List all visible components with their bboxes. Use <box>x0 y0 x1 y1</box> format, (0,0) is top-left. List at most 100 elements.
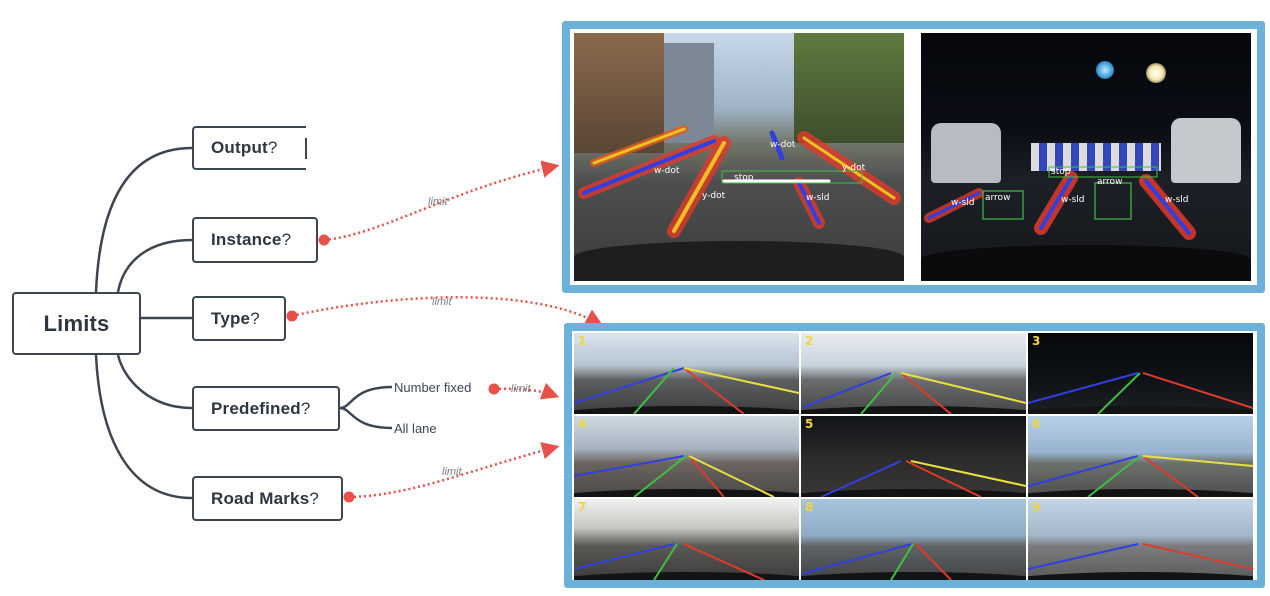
lane-line <box>633 455 687 497</box>
lane-overlay <box>801 372 1026 414</box>
cell-number: 2 <box>805 334 814 348</box>
branch-node-output[interactable]: Output? <box>192 126 306 170</box>
link-origin-dot <box>343 491 355 503</box>
root-node-limits[interactable]: Limits <box>12 292 141 355</box>
branch-label: Instance <box>211 230 282 249</box>
branch-suffix: ? <box>250 308 260 328</box>
lane-line <box>574 455 685 477</box>
lane-line <box>1142 455 1199 497</box>
road-scene-cell: 6 <box>1028 416 1253 497</box>
car-left <box>931 123 1001 183</box>
lane-overlay <box>574 543 799 580</box>
lane-tag: arrow <box>985 193 1011 203</box>
lane-line <box>1142 543 1253 570</box>
lane-line <box>683 367 745 414</box>
lane-tag: y-dot <box>842 163 866 173</box>
lane-line <box>801 543 912 575</box>
day-road-photo: w-dot y-dot w-dot y-dot w-sld stop <box>574 33 904 281</box>
branch-node-road-marks[interactable]: Road Marks? <box>192 476 343 521</box>
branch-line-predefined <box>116 354 193 410</box>
road-scene-cell: 3 <box>1028 333 1253 414</box>
lane-line <box>900 372 952 414</box>
lane-line <box>1087 455 1141 497</box>
lane-tag: stop <box>734 173 754 183</box>
lane-line <box>915 543 952 580</box>
lane-line <box>801 372 892 409</box>
road-scene-cell: 9 <box>1028 499 1253 580</box>
lane-tag: w-sld <box>951 198 975 208</box>
link-origin-dot <box>488 383 500 395</box>
cell-number: 1 <box>578 334 587 348</box>
lane-line <box>574 367 685 404</box>
limit-label: limit <box>511 383 531 395</box>
lane-line <box>633 367 675 414</box>
car-right <box>1171 118 1241 183</box>
lane-tag: stop <box>1051 167 1071 177</box>
building-left <box>574 33 664 153</box>
branch-node-type[interactable]: Type? <box>192 296 286 341</box>
lane-line <box>574 543 675 570</box>
lane-line <box>820 460 902 497</box>
link-type <box>291 296 604 326</box>
branch-label: Predefined <box>211 398 301 418</box>
branch-node-instance[interactable]: Instance? <box>192 217 318 263</box>
road-scene-cell: 2 <box>801 333 1026 414</box>
limit-label: limit <box>432 296 452 308</box>
branch-label: Type <box>211 308 251 328</box>
branch-suffix: ? <box>300 398 311 418</box>
lane-tag: w-dot <box>770 140 796 150</box>
output-node-edge <box>305 138 307 159</box>
branch-node-predefined[interactable]: Predefined? <box>192 386 340 431</box>
street-light <box>1096 61 1114 79</box>
night-road-photo: w-sld arrow stop arrow w-sld w-sld <box>921 33 1251 281</box>
car-hood <box>574 241 904 281</box>
cell-number: 5 <box>805 417 814 431</box>
branch-suffix: ? <box>267 138 278 157</box>
link-origin-dot <box>318 234 330 246</box>
branch-suffix: ? <box>281 230 292 249</box>
lane-line <box>910 460 1026 487</box>
branch-label: Output <box>211 138 268 157</box>
child-number-fixed[interactable]: Number fixed <box>394 380 472 395</box>
cell-number: 7 <box>578 500 587 514</box>
predefined-split-2 <box>339 406 393 430</box>
predefined-split <box>339 385 393 410</box>
instance-example-panel: w-dot y-dot w-dot y-dot w-sld stop w-s <box>562 21 1265 293</box>
branch-suffix: ? <box>309 488 320 508</box>
link-origin-dot <box>286 310 298 322</box>
lane-line <box>683 543 765 580</box>
lane-line <box>1097 372 1141 414</box>
child-all-lane[interactable]: All lane <box>394 421 437 436</box>
lane-line <box>890 543 914 580</box>
lane-line <box>1028 455 1139 487</box>
lane-tag: arrow <box>1097 177 1123 187</box>
lane-line <box>860 372 897 414</box>
lane-tag: w-sld <box>806 193 830 203</box>
link-roadmarks <box>348 442 560 499</box>
lane-line <box>905 460 982 497</box>
cell-number: 9 <box>1032 500 1041 514</box>
lane-tag: w-sld <box>1165 195 1189 205</box>
road-scene-cell: 7 <box>574 499 799 580</box>
lane-line <box>688 455 775 497</box>
lane-line <box>1028 543 1139 570</box>
lane-tag: w-dot <box>654 166 680 176</box>
lane-tag: y-dot <box>702 191 726 201</box>
lane-line <box>1028 372 1139 404</box>
lane-overlay <box>578 125 901 238</box>
lane-overlay <box>1028 372 1253 414</box>
branch-line-roadmarks <box>94 354 193 500</box>
cell-number: 8 <box>805 500 814 514</box>
cell-number: 3 <box>1032 334 1041 348</box>
lane-overlay <box>574 367 799 414</box>
lane-overlay <box>801 460 1026 497</box>
car-hood <box>921 245 1251 281</box>
cell-number: 6 <box>1032 417 1041 431</box>
road-scene-cell: 4 <box>574 416 799 497</box>
lane-line <box>1142 455 1253 467</box>
road-scene-cell: 8 <box>801 499 1026 580</box>
lane-line <box>1142 372 1253 409</box>
lane-overlay <box>801 543 1026 580</box>
limit-label: limit <box>442 466 462 478</box>
trees-right <box>794 33 904 143</box>
